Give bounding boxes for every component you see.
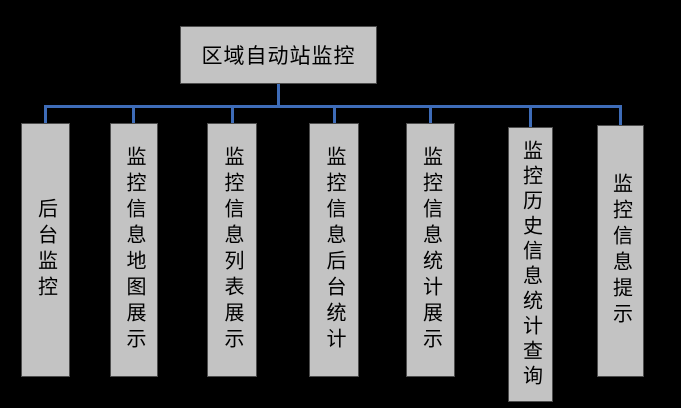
node-backend-monitoring: 后台监控 [21, 123, 70, 377]
connector-drop-backend-monitoring [44, 105, 47, 127]
node-backend-statistics: 监控信息后台统计 [309, 123, 359, 377]
node-history-statistics-query: 监控历史信息统计查询 [508, 127, 553, 402]
node-statistics-display: 监控信息统计展示 [406, 123, 455, 377]
node-list-display-label: 监控信息列表展示 [221, 146, 243, 354]
node-list-display: 监控信息列表展示 [207, 123, 257, 377]
connector-drop-statistics-display [429, 105, 432, 127]
connector-drop-list-display [231, 105, 234, 127]
node-info-alert: 监控信息提示 [597, 125, 644, 377]
connector-root-stem [277, 84, 280, 106]
node-map-display-label: 监控信息地图展示 [123, 146, 145, 354]
node-info-alert-label: 监控信息提示 [609, 173, 632, 329]
root-node-region-auto-station-monitoring: 区域自动站监控 [180, 26, 377, 84]
node-statistics-display-label: 监控信息统计展示 [419, 146, 442, 354]
connector-drop-backend-statistics [333, 105, 336, 127]
node-backend-statistics-label: 监控信息后台统计 [323, 146, 345, 354]
root-node-label: 区域自动站监控 [201, 44, 356, 68]
node-map-display: 监控信息地图展示 [110, 123, 158, 377]
connector-drop-history-query [529, 105, 532, 131]
connector-drop-info-alert [619, 105, 622, 129]
node-backend-monitoring-label: 后台监控 [34, 198, 57, 302]
connector-drop-map-display [132, 105, 135, 127]
node-history-statistics-query-label: 监控历史信息统计查询 [519, 139, 542, 390]
